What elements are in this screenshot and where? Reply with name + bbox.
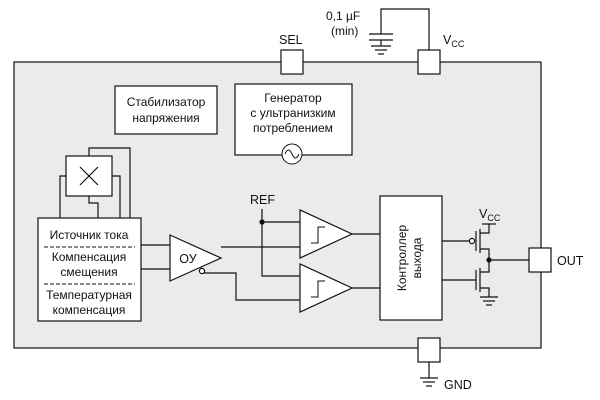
hall-sensor-icon bbox=[65, 155, 113, 197]
vcc-output-label: VCC bbox=[479, 207, 501, 223]
controller-label-2: выхода bbox=[410, 237, 424, 278]
capacitor-value: 0,1 µF bbox=[326, 9, 360, 23]
out-pin-label: OUT bbox=[557, 254, 584, 268]
oscillator-label-3: потреблением bbox=[253, 121, 333, 135]
comparator-1 bbox=[299, 209, 354, 259]
voltage-regulator-block bbox=[114, 85, 218, 135]
comparator-2 bbox=[299, 263, 354, 313]
capacitor-note: (min) bbox=[331, 24, 358, 38]
sel-pin bbox=[280, 49, 304, 75]
ref-label: REF bbox=[250, 193, 275, 207]
sine-wave-icon bbox=[281, 143, 303, 165]
oscillator-label-2: с ультранизким bbox=[250, 106, 335, 120]
oscillator-block bbox=[234, 83, 353, 156]
ground-symbol bbox=[420, 377, 438, 387]
ground-symbol-internal bbox=[480, 296, 498, 306]
offset-comp-label-2: смещения bbox=[60, 265, 117, 279]
ref-wire-bottom bbox=[261, 222, 300, 277]
temp-comp-label-2: компенсация bbox=[53, 303, 126, 317]
gnd-pin-label: GND bbox=[444, 378, 472, 392]
decoupling-capacitor bbox=[369, 8, 430, 55]
vcc-pin bbox=[417, 49, 441, 75]
opamp-output-wire-2 bbox=[204, 272, 300, 301]
offset-comp-label-1: Компенсация bbox=[52, 250, 126, 264]
out-pin bbox=[528, 247, 552, 273]
ref-junction bbox=[259, 219, 265, 225]
compensation-block bbox=[37, 217, 142, 322]
hall-sensor-wires bbox=[59, 147, 131, 218]
opamp-label: ОУ bbox=[179, 252, 196, 266]
sel-pin-label: SEL bbox=[279, 33, 303, 47]
opamp-inverting-output bbox=[198, 267, 206, 275]
opamp-symbol bbox=[169, 234, 223, 282]
current-source-label: Источник тока bbox=[50, 228, 129, 242]
oscillator-label-1: Генератор bbox=[264, 91, 322, 105]
temp-comp-label-1: Температурная bbox=[46, 288, 132, 302]
nmos-transistor bbox=[475, 259, 490, 297]
gnd-pin bbox=[417, 337, 441, 363]
pmos-transistor bbox=[468, 224, 490, 259]
regulator-label-2: напряжения bbox=[132, 111, 199, 125]
vcc-pin-label: VCC bbox=[443, 33, 465, 49]
output-controller-block bbox=[379, 195, 443, 321]
controller-label-1: Контроллер bbox=[395, 225, 409, 292]
regulator-label-1: Стабилизатор bbox=[127, 95, 206, 109]
